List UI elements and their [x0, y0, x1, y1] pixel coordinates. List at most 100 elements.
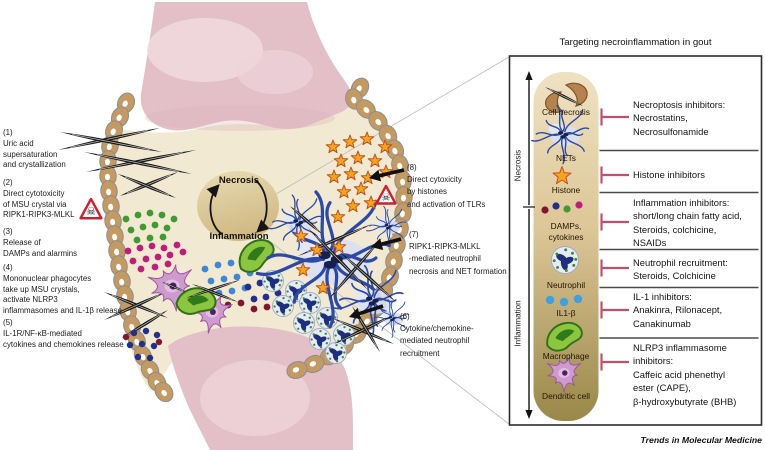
cytokine-dot [214, 261, 222, 269]
panel-separators [599, 108, 759, 371]
mononuclear-phagocytes [147, 238, 275, 334]
warning-toxicity-icon: ☠ [79, 197, 103, 220]
cytokine-dot [138, 340, 146, 348]
cytokine-dot [220, 275, 228, 283]
damp-dots [122, 209, 288, 362]
damp-dot [137, 265, 145, 273]
histone-star-icon [330, 209, 346, 224]
inhibitor-text-necroptosis: Necroptosis inhibitors: Necrostatins, Ne… [633, 99, 726, 137]
cascade-label-neutrophil: Neutrophil [546, 280, 586, 290]
cytokine-dot [155, 338, 163, 346]
damp-dot [552, 202, 560, 210]
damp-dot [142, 255, 150, 263]
cell-necrosis-icon [545, 82, 588, 113]
histone-star-icon [353, 181, 369, 196]
neutrophil-cell-icon [309, 328, 331, 350]
cytokine-dot [250, 295, 258, 303]
arrow-down-icon [525, 410, 533, 419]
cytokine-dot [146, 354, 154, 362]
histone-stars [293, 131, 394, 295]
svg-text:☠: ☠ [382, 193, 391, 204]
neutrophil-cell-icon [272, 295, 294, 317]
histone-star-icon [342, 134, 358, 149]
cytokine-dot [153, 331, 161, 339]
damp-dot [122, 215, 130, 223]
cytokine-dot [134, 353, 142, 361]
histone-star-icon [315, 280, 331, 295]
il1b-dot [559, 297, 569, 307]
cytokine-dot [256, 279, 264, 287]
net-structure-icon [371, 298, 410, 338]
neutrophil-cell-icon [293, 312, 315, 334]
inhibition-tbar-icon [600, 213, 629, 231]
inhibition-tbar-icon [600, 301, 629, 319]
damp-dot [160, 244, 168, 252]
histone-star-icon [333, 153, 349, 168]
cytokine-dot [244, 283, 252, 291]
annotation-2: (2) Direct cytotoxicity of MSU crystal v… [3, 178, 75, 220]
inhibitor-text-inflammation: Inflammation inhibitors: short/long chai… [633, 197, 742, 249]
cytokine-dot [150, 342, 158, 350]
inhibition-tbar-icon [600, 353, 629, 371]
damp-dot [134, 211, 142, 219]
axis-arrows [523, 71, 535, 419]
annotation-arrow-icon [369, 168, 405, 182]
damp-dot [179, 248, 187, 256]
svg-text:☠: ☠ [86, 205, 96, 218]
joint-contents [58, 128, 410, 364]
neutrophil-cell-icon [299, 292, 321, 314]
damp-dot [158, 211, 166, 219]
damp-dot [170, 215, 178, 223]
axis-label-inflammation: Inflammation [513, 300, 523, 347]
damp-dot [159, 233, 167, 241]
annotation-5: (5) IL-1R/NF-κB-mediated cytokines and c… [3, 318, 124, 349]
annotation-6: (6) Cytokine/chemokine- mediated neutrop… [400, 312, 474, 358]
neutrophil-icon [551, 246, 579, 274]
journal-name: Trends in Molecular Medicine [640, 435, 763, 445]
damp-dot [563, 205, 571, 213]
damp-dot [151, 221, 159, 229]
warning-toxicity-icon: ☠ [375, 184, 397, 205]
histone-star-icon [377, 139, 393, 154]
annotation-1: (1) Uric acid supersaturation and crysta… [3, 128, 66, 170]
damp-dot [124, 247, 132, 255]
neutrophil-cell-icon [325, 342, 347, 364]
inhibitor-text-il1: IL-1 inhibitors: Anakinra, Rilonacept, C… [633, 291, 723, 329]
macrophage-icon [546, 321, 583, 352]
net-structure-icon [531, 104, 590, 165]
damp-dot [133, 236, 141, 244]
damp-dot [163, 224, 171, 232]
annotation-arrow-icon [371, 237, 402, 250]
histone-star-icon [343, 166, 359, 181]
inhibition-tbar-icon [600, 259, 629, 277]
histone-star-icon [552, 166, 572, 185]
annotation-7: (7) RIPK1-RIPK3-MLKL -mediated neutrophi… [409, 230, 507, 276]
cytokine-dot [201, 265, 209, 273]
histone-star-icon [350, 150, 366, 165]
cascade-label-histone: Histone [551, 185, 581, 195]
cytokine-dot [122, 333, 130, 341]
cascade-label-nets: NETs [555, 153, 576, 163]
histone-icon [552, 166, 572, 185]
cytokine-dot [227, 259, 235, 267]
net-structure-icon [267, 194, 323, 251]
macrophage-cell-icon [238, 238, 275, 273]
damp-dot [146, 234, 154, 242]
cytokine-dot [237, 299, 245, 307]
inhibition-tbar-icon [600, 166, 629, 184]
dendritic-cell-icon [546, 357, 582, 393]
cytokine-dot [263, 303, 271, 311]
cytokine-dot [250, 305, 258, 313]
damp-dot [575, 201, 583, 209]
cycle-label-inflammation: Inflammation [209, 231, 269, 242]
cascade-label-cell-necrosis: Cell necrosis [542, 107, 590, 117]
axis-label-necrosis: Necrosis [513, 149, 523, 182]
histone-star-icon [331, 239, 347, 254]
net-cluster [255, 190, 410, 338]
histone-star-icon [367, 153, 383, 168]
panel [508, 55, 763, 426]
inhibitor-text-neutrophil: Neutrophil recruitment: Steroids, Colchi… [633, 257, 728, 282]
histone-star-icon [336, 184, 352, 199]
cytokine-dot [142, 327, 150, 335]
